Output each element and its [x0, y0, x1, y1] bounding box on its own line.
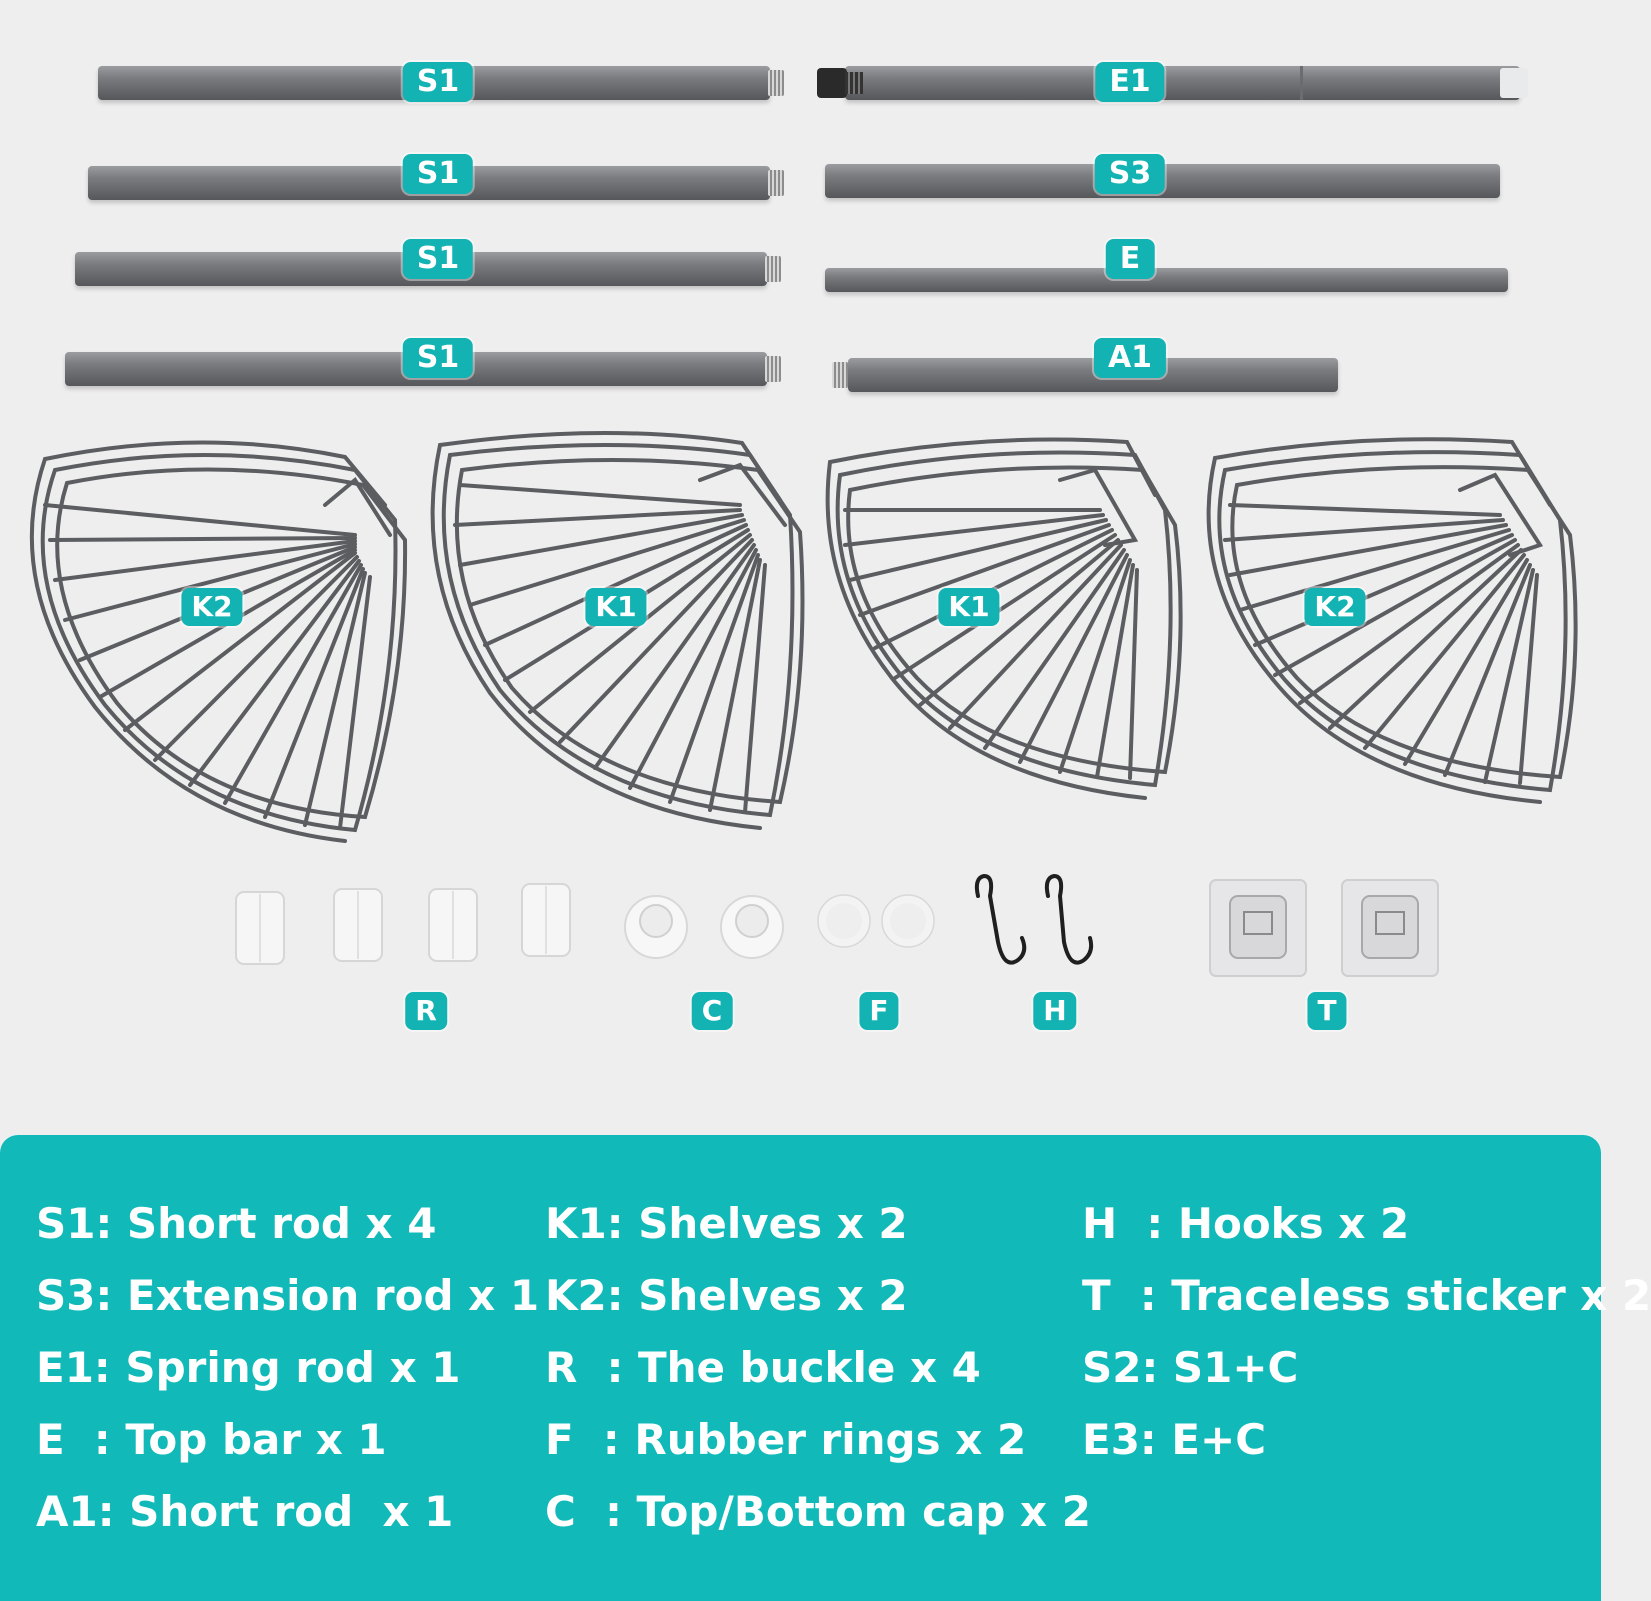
rod-joint: [1300, 66, 1303, 100]
ring-part: [817, 894, 871, 948]
buckle-part: [521, 883, 571, 957]
tag-rod: E1: [1095, 62, 1165, 102]
legend-entry: C : Top/Bottom cap x 2: [545, 1487, 1091, 1536]
legend-entry: R : The buckle x 4: [545, 1343, 981, 1392]
legend-entry: K1: Shelves x 2: [545, 1199, 908, 1248]
rod-thread: [832, 362, 848, 388]
shelf-k1-left: [430, 431, 805, 830]
hook-part: [974, 873, 1027, 965]
rod-thread: [765, 256, 781, 282]
parts-photo: S1 S1 S1 S1 E1 S3 E A1: [29, 62, 1578, 1030]
shelf-k1-right: [825, 437, 1183, 800]
legend-entry: A1: Short rod x 1: [36, 1487, 454, 1536]
tag-rod: S3: [1094, 154, 1166, 194]
spring-knob: [817, 68, 847, 98]
legend-entry: S1: Short rod x 4: [36, 1199, 437, 1248]
tag-rod: S1: [402, 154, 474, 194]
tag-part: R: [405, 992, 447, 1030]
buckle-part: [235, 891, 285, 965]
tag-shelf: K2: [1304, 588, 1366, 626]
ring-part: [881, 894, 935, 948]
tag-part: C: [691, 992, 733, 1030]
tag-part: T: [1307, 992, 1347, 1030]
legend-entry: H : Hooks x 2: [1082, 1199, 1410, 1248]
rod-thread: [768, 170, 784, 196]
tag-rod: S1: [402, 338, 474, 378]
rod-thread: [768, 70, 784, 96]
buckle-part: [333, 888, 383, 962]
tag-part: H: [1033, 992, 1077, 1030]
legend-entry: E : Top bar x 1: [36, 1415, 387, 1464]
buckle-part: [428, 888, 478, 962]
spring-coil: [845, 72, 863, 94]
tag-shelf: K2: [181, 588, 243, 626]
legend-panel: S1: Short rod x 4 S3: Extension rod x 1 …: [0, 1135, 1651, 1601]
hook-part: [1044, 873, 1094, 965]
rod-a1: [832, 358, 1338, 392]
shelf-k2-right: [1206, 437, 1578, 804]
legend-entry: E1: Spring rod x 1: [36, 1343, 461, 1392]
tag-shelf: K1: [585, 588, 647, 626]
tag-rod: E: [1105, 239, 1155, 279]
rod-end-cap: [1500, 68, 1528, 98]
rod-thread: [765, 356, 781, 382]
rod-e1-spring: [817, 66, 1528, 100]
rod-e: [825, 268, 1508, 292]
legend-entry: E3: E+C: [1082, 1415, 1267, 1464]
legend-entry: F : Rubber rings x 2: [545, 1415, 1027, 1464]
shelf-k2-left: [29, 440, 408, 843]
legend-entry: S2: S1+C: [1082, 1343, 1299, 1392]
sticker-part: [1209, 879, 1307, 977]
tag-shelf: K1: [938, 588, 1000, 626]
legend-entry: K2: Shelves x 2: [545, 1271, 908, 1320]
tag-part: F: [859, 992, 899, 1030]
tag-rod: S1: [402, 62, 474, 102]
cap-part: [624, 895, 688, 959]
tag-rod: A1: [1093, 338, 1167, 378]
legend-entry: T : Traceless sticker x 2: [1082, 1271, 1651, 1320]
sticker-part: [1341, 879, 1439, 977]
tag-rod: S1: [402, 239, 474, 279]
legend-entry: S3: Extension rod x 1: [36, 1271, 540, 1320]
cap-part: [720, 895, 784, 959]
